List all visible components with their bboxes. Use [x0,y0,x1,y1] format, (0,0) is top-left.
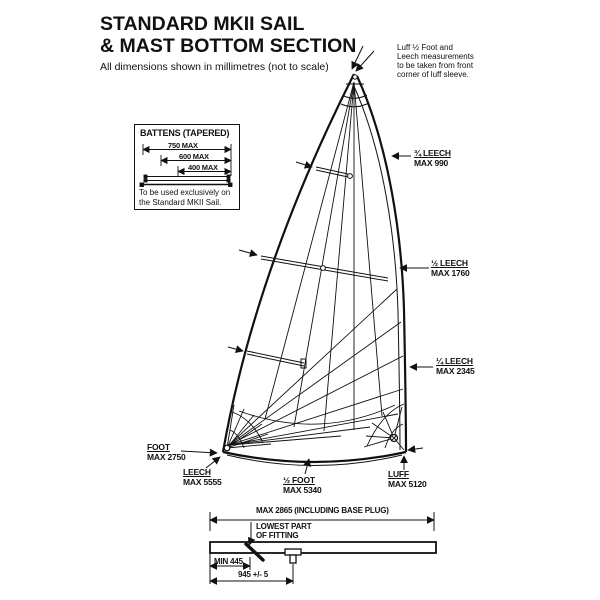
luff-value: MAX 5120 [388,479,427,489]
page-title: STANDARD MKII SAIL & MAST BOTTOM SECTION [100,13,356,57]
foot-label: FOOT MAX 2750 [147,442,186,462]
leech-12-name: ½ LEECH [431,258,468,268]
luff-label: LUFF MAX 5120 [388,469,427,489]
battens-box-note: To be used exclusively on the Standard M… [139,188,230,207]
clew-corner-patch [223,404,272,452]
leech-12-label: ½ LEECH MAX 1760 [431,258,470,278]
battens-box-note-line2: the Standard MKII Sail. [139,197,222,207]
note-line3: to be taken from front [397,61,474,70]
note-line1: Luff ½ Foot and [397,43,453,52]
lowest-fitting-label: LOWEST PART OF FITTING [256,522,312,540]
note-line2: Leech measurements [397,52,474,61]
offset-945-dim: 945 +/- 5 [238,570,269,579]
min-445-dim: MIN 445 [214,557,243,566]
gooseneck-fitting [244,542,265,562]
batten-12 [238,249,389,282]
leech-34-value: MAX 990 [414,158,449,168]
boom-fitting [284,548,302,564]
battens-box-note-line1: To be used exclusively on [139,188,231,197]
lowest-fitting-line2: OF FITTING [256,531,299,540]
foot-seam-arc [238,404,396,425]
leech-14-label: ¼ LEECH MAX 2345 [436,356,475,376]
foot-value: MAX 2750 [147,452,186,462]
battens-info-box [134,124,240,210]
leech-12-value: MAX 1760 [431,268,470,278]
note-line4: corner of luff sleeve. [397,70,469,79]
half-foot-label: ½ FOOT MAX 5340 [283,475,322,495]
leech-label: LEECH MAX 5555 [183,467,222,487]
leech-34-name: ¾ LEECH [414,148,451,158]
batten-34 [295,161,353,179]
half-foot-value: MAX 5340 [283,485,322,495]
clew-fan-lines [228,288,404,446]
batten-14 [227,345,307,369]
batten-dim-750: 750 MAX [168,140,198,150]
page-title-line2: & MAST BOTTOM SECTION [100,35,357,57]
leech-14-value: MAX 2345 [436,366,475,376]
lowest-fitting-line1: LOWEST PART [256,522,312,531]
leech-34-label: ¾ LEECH MAX 990 [414,148,451,168]
mast-overall-dim: MAX 2865 (INCLUDING BASE PLUG) [256,506,389,515]
mast-bottom-section [209,512,437,585]
battens-box-dims [139,144,233,187]
luff-name: LUFF [388,469,409,479]
label-leader-arrows [180,45,433,475]
foot-name: FOOT [147,442,170,452]
leech-14-name: ¼ LEECH [436,356,473,366]
batten-dim-400: 400 MAX [188,162,218,172]
half-foot-name: ½ FOOT [283,475,315,485]
tack-corner-patch [363,403,405,451]
leech-value: MAX 5555 [183,477,222,487]
head-fan-lines [264,81,383,432]
page-subtitle: All dimensions shown in millimetres (not… [100,61,329,73]
page-title-line1: STANDARD MKII SAIL [100,13,305,35]
measurement-note: Luff ½ Foot and Leech measurements to be… [397,43,474,79]
batten-dim-600: 600 MAX [179,151,209,161]
sail-outline [221,73,408,466]
leech-name: LEECH [183,467,211,477]
battens-box-title: BATTENS (TAPERED) [140,128,230,138]
